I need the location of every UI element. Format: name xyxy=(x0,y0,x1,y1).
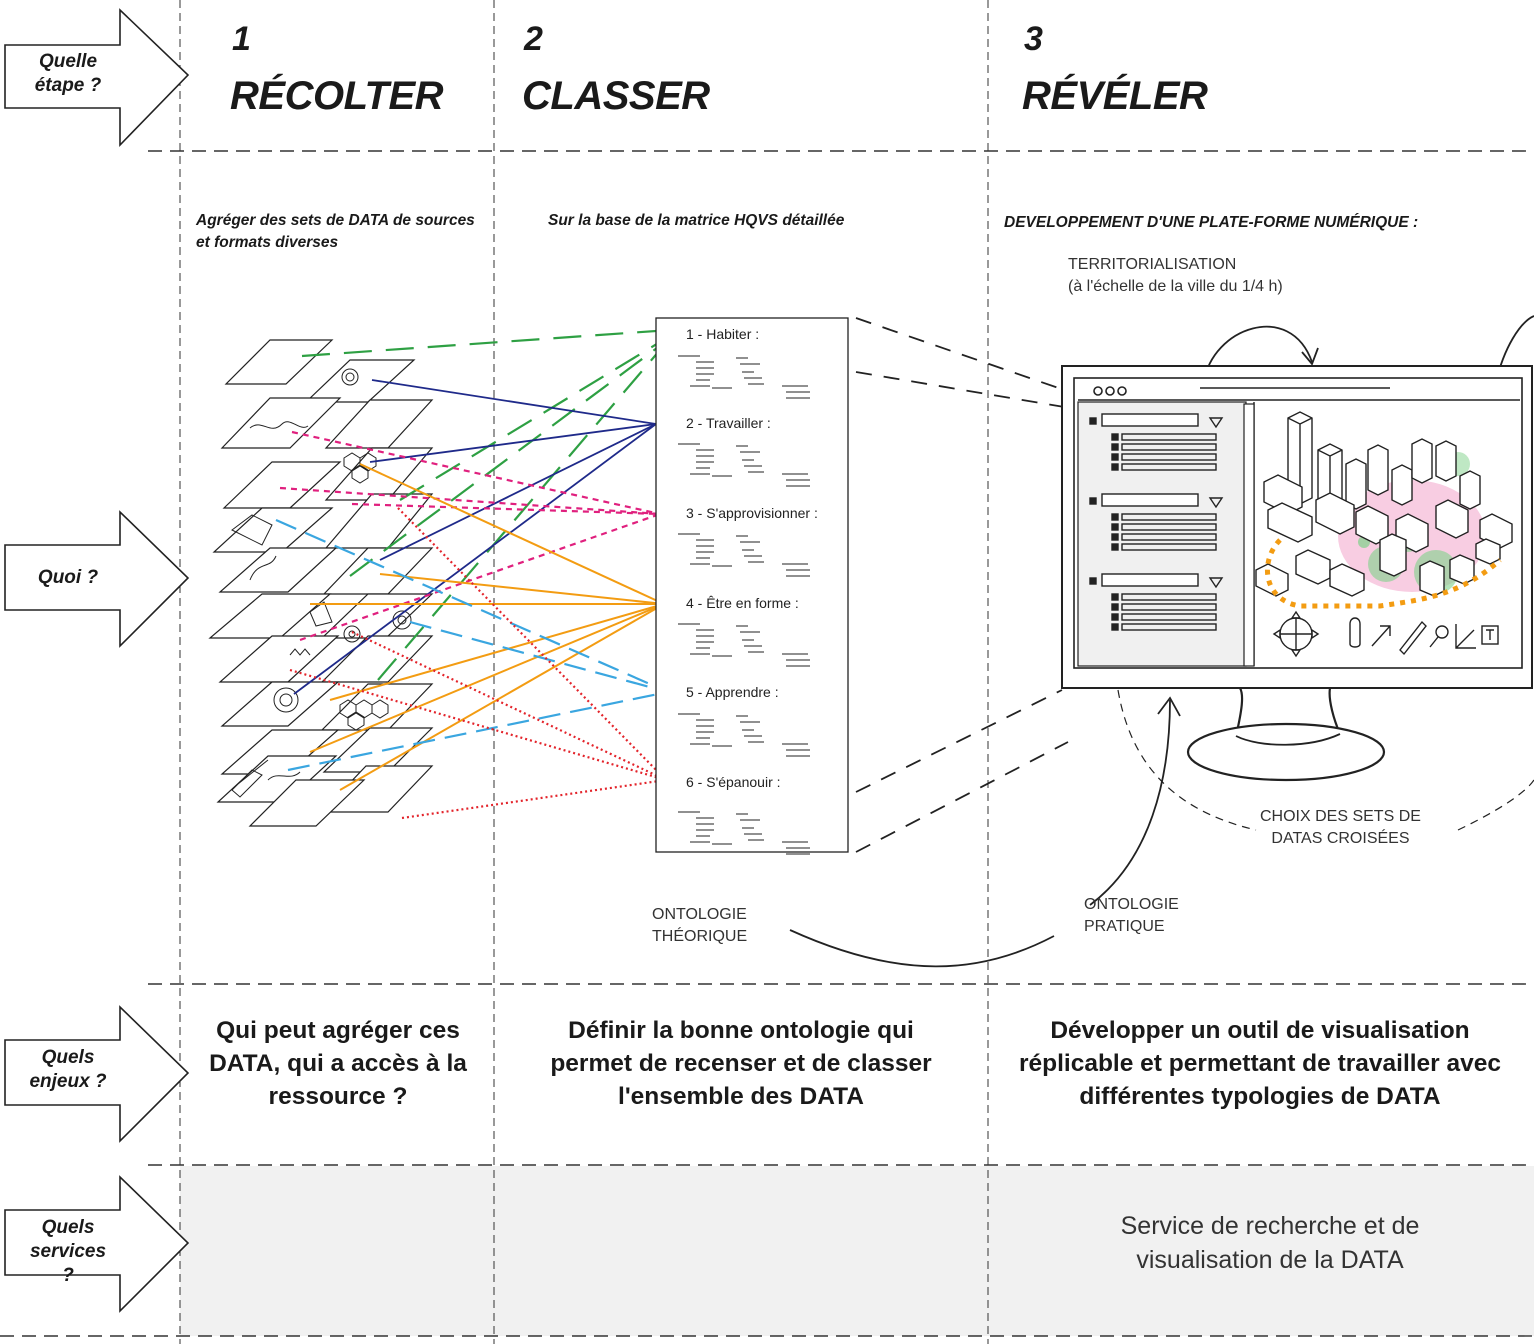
choix-sets-line-1: CHOIX DES SETS DE xyxy=(1260,808,1421,825)
row-label-etape: Quelle étape ? xyxy=(34,51,102,96)
scrollbar xyxy=(1243,403,1255,667)
choix-sets-line-2: DATAS CROISÉES xyxy=(1271,830,1410,848)
row-label-enjeux: Quels enjeux ? xyxy=(29,1047,107,1092)
arrow-tool-icon xyxy=(1371,625,1391,647)
ontologie-pratique-line-2: PRATIQUE xyxy=(1084,918,1165,936)
arrow-services xyxy=(4,1175,190,1313)
row-arrows xyxy=(4,8,190,1313)
step-1-subtitle: Agréger des sets de DATA de sources et f… xyxy=(196,212,475,251)
territorialisation-line-2: (à l'échelle de la ville du 1/4 h) xyxy=(1068,278,1283,296)
step-1-number: 1 xyxy=(232,20,251,58)
ontology-item-3: 3 - S'approvisionner : xyxy=(686,505,818,521)
arrow-quoi xyxy=(4,510,190,648)
ontology-item-1: 1 - Habiter : xyxy=(686,326,760,342)
step-3-service: Service de recherche et de visualisation… xyxy=(1120,1212,1420,1274)
arrow-enjeux xyxy=(4,1005,190,1143)
territorialisation-arrow xyxy=(1203,325,1313,383)
territorialisation-label: TERRITORIALISATION (à l'échelle de la vi… xyxy=(1068,254,1283,299)
search-tool-icon xyxy=(1435,625,1449,639)
ontology-curve xyxy=(789,929,1055,968)
ontology-item-4: 4 - Être en forme : xyxy=(686,595,799,611)
ontologie-theorique-label: ONTOLOGIE THÉORIQUE xyxy=(652,904,747,949)
step-1-issue: Qui peut agréger ces DATA, qui a accès à… xyxy=(209,1017,467,1111)
step-2-number: 2 xyxy=(524,20,543,58)
step-1-title: RÉCOLTER xyxy=(230,74,444,118)
row-label-quoi: Quoi ? xyxy=(37,567,99,588)
monitor-toolbar xyxy=(1272,610,1499,658)
orange-lines xyxy=(309,463,665,791)
window-dots xyxy=(1093,386,1127,396)
text-tool-icon xyxy=(1481,625,1499,645)
axes-icon xyxy=(1455,624,1476,649)
ontology-item-6: 6 - S'épanouir : xyxy=(686,774,781,790)
monitor-base xyxy=(1186,722,1386,782)
choix-sets-label: CHOIX DES SETS DE DATAS CROISÉES xyxy=(1260,806,1421,851)
grid-lines xyxy=(179,0,989,1344)
ontology-item-2: 2 - Travailler : xyxy=(686,415,771,431)
ontologie-pratique-label: ONTOLOGIE PRATIQUE xyxy=(1084,894,1179,939)
row-label-services: Quels services ? xyxy=(29,1217,107,1286)
step-3-issue: Développer un outil de visualisation rép… xyxy=(1018,1017,1502,1111)
magenta-lines xyxy=(279,430,661,642)
ontologie-pratique-line-1: ONTOLOGIE xyxy=(1084,896,1179,913)
step-2-issue: Définir la bonne ontologie qui permet de… xyxy=(550,1017,932,1111)
sidebar-group-2 xyxy=(1089,493,1224,551)
hand-icon xyxy=(1349,617,1361,648)
step-2-title: CLASSER xyxy=(522,74,710,118)
ontology-item-5: 5 - Apprendre : xyxy=(686,684,779,700)
cyan-lines xyxy=(275,518,669,772)
step-3-number: 3 xyxy=(1024,20,1043,58)
sidebar-group-1 xyxy=(1089,413,1224,471)
city-visualization xyxy=(1255,411,1513,609)
services-band xyxy=(180,1166,1534,1336)
ontologie-theorique-line-1: ONTOLOGIE xyxy=(652,906,747,923)
data-layers xyxy=(208,339,434,827)
ontology-document xyxy=(655,317,849,853)
step-2-subtitle: Sur la base de la matrice HQVS détaillée xyxy=(548,212,845,229)
territorialisation-line-1: TERRITORIALISATION xyxy=(1068,256,1237,273)
step-3-title: RÉVÉLER xyxy=(1022,74,1208,118)
sidebar-group-3 xyxy=(1089,573,1224,631)
green-lines xyxy=(301,328,671,681)
red-lines xyxy=(289,507,667,820)
arrow-etape xyxy=(4,8,190,147)
ontology-scribbles xyxy=(678,355,810,855)
pratique-arrow xyxy=(1089,699,1171,906)
ontologie-theorique-line-2: THÉORIQUE xyxy=(652,928,748,946)
connection-lines xyxy=(275,328,671,820)
sidebar-groups xyxy=(1089,413,1224,631)
grid-hlines xyxy=(0,150,1534,1337)
choix-curve xyxy=(1117,689,1534,831)
step-3-subtitle: DEVELOPPEMENT D'UNE PLATE-FORME NUMÉRIQU… xyxy=(1004,214,1419,231)
ruler-icon xyxy=(1399,620,1427,656)
curved-arrows xyxy=(789,315,1534,968)
projection-lines xyxy=(855,317,1071,853)
